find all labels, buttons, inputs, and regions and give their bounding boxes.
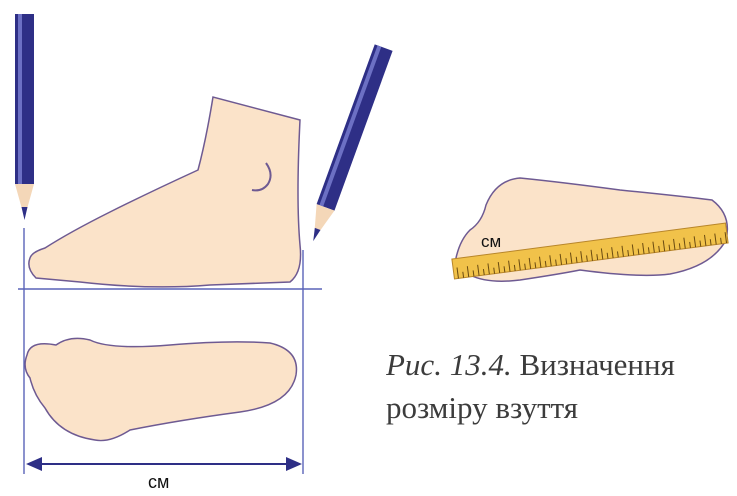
caption-line-1: Визначення: [519, 347, 674, 382]
foot-side-view: [29, 97, 301, 287]
caption-figure-number: Рис. 13.4.: [386, 347, 512, 382]
pencil-icon: [15, 14, 34, 220]
pencil-icon: [304, 44, 392, 244]
ruler-unit-label: см: [481, 232, 501, 251]
footprint-top-view: [25, 338, 296, 440]
measurement-unit-label: см: [148, 472, 169, 492]
caption-line-2: розміру взуття: [386, 386, 737, 429]
figure-caption: Рис. 13.4. Визначення розміру взуття: [386, 343, 737, 429]
arrow-icon: [26, 457, 302, 471]
